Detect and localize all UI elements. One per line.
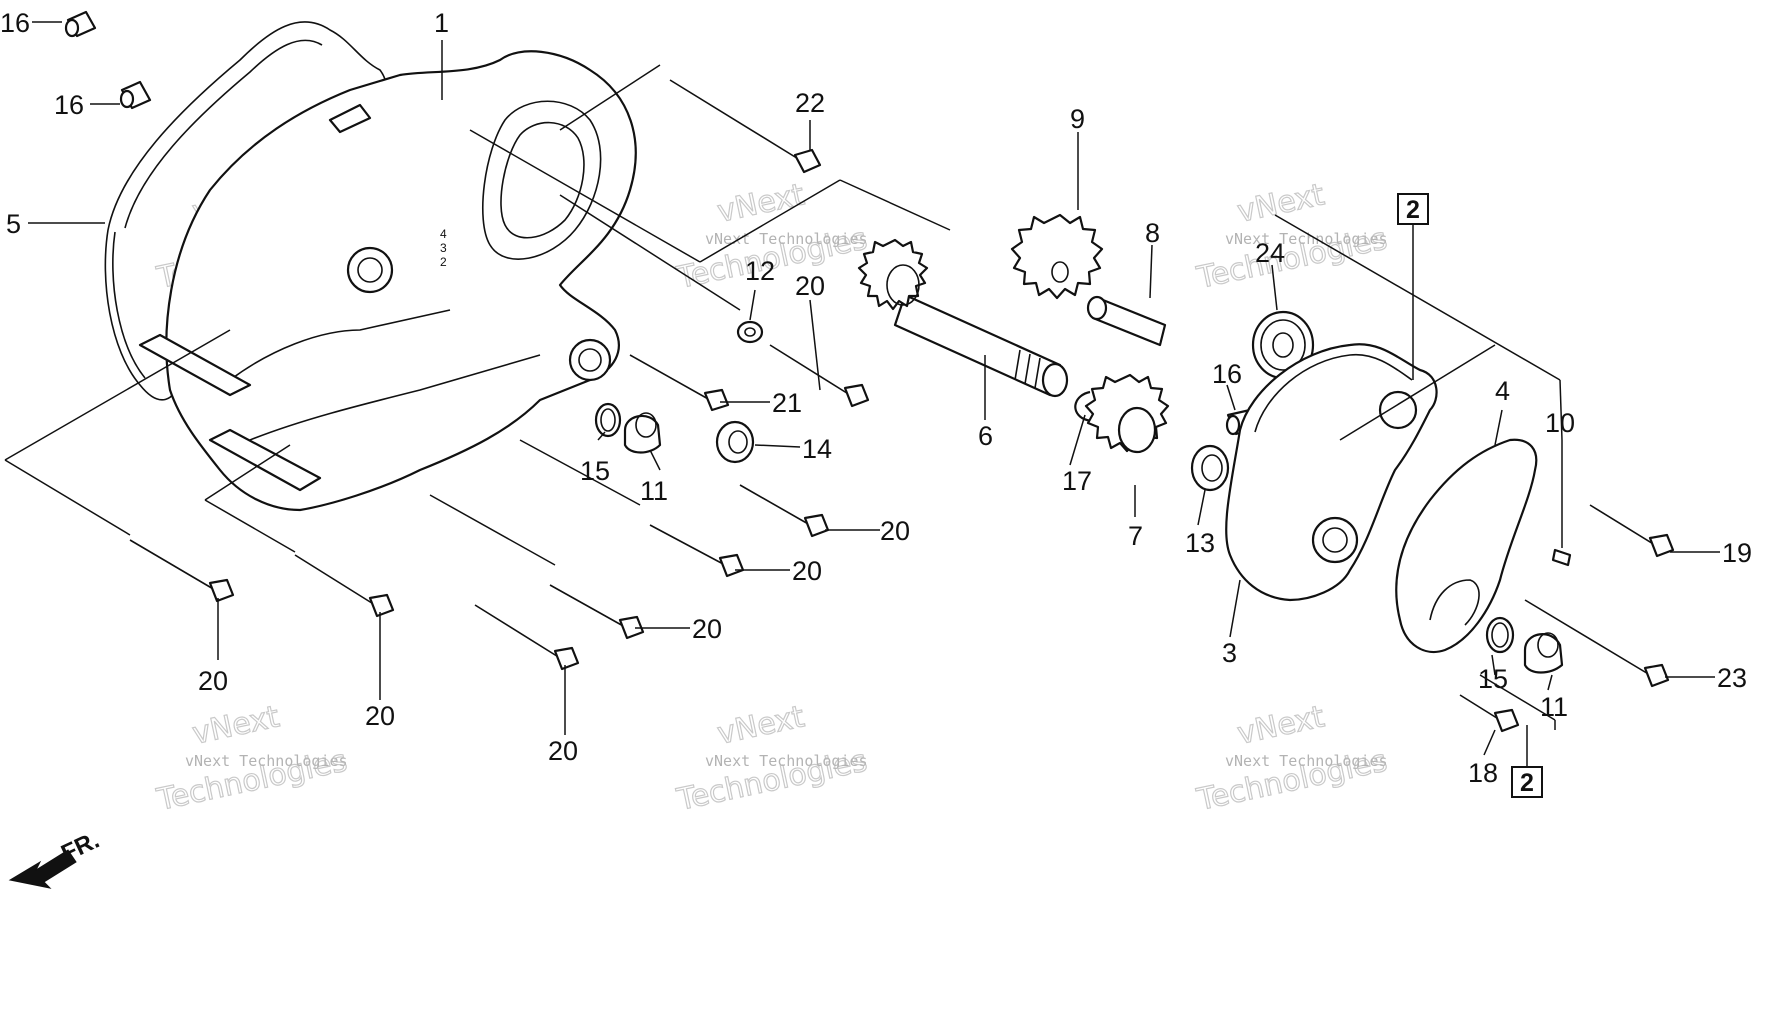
callout-12: 12 [745,256,775,286]
callout-16-a: 16 [0,8,30,38]
callout-16-c: 16 [1212,359,1242,389]
cover-plate-4 [1395,438,1538,654]
callout-1: 1 [434,8,449,38]
svg-text:3: 3 [440,241,447,255]
watermark-6: vNext Technologies vNext Technologies [1193,699,1391,819]
gasket-inner [124,39,323,229]
washer-12 [736,320,764,344]
side-cover-3 [1225,343,1438,602]
bolt-18 [1459,694,1520,733]
dowel-collar-2 [119,80,152,110]
bolt-20-e [129,539,235,603]
svg-text:vNext Technologies: vNext Technologies [705,752,868,770]
callout-20-b: 20 [880,516,910,546]
svg-text:vNext Technologies: vNext Technologies [1225,230,1388,248]
watermark-3: vNext Technologies vNext Technologies [1193,177,1391,297]
dowel-pin-8 [1086,295,1167,347]
callout-9: 9 [1070,104,1085,134]
bolt-19 [1589,504,1675,558]
bolt-22 [669,79,822,174]
bolt-20-g [474,604,580,671]
callout-13: 13 [1185,528,1215,558]
callout-4: 4 [1495,376,1510,406]
callout-20-d: 20 [692,614,722,644]
callout-20-top: 20 [795,271,825,301]
bolt-20-f [294,554,395,618]
callout-18: 18 [1468,758,1498,788]
bolt-20-c [649,524,745,578]
dowel-collar-top [64,10,97,38]
callout-10: 10 [1545,408,1575,438]
leader-lines [4,21,1720,770]
callout-2-top-box: 2 [1397,193,1429,225]
callout-8: 8 [1145,218,1160,248]
o-ring-15 [594,402,622,438]
callout-23: 23 [1717,663,1747,693]
svg-text:2: 2 [1406,196,1420,224]
callout-15-right: 15 [1478,664,1508,694]
bolt-21 [629,354,730,412]
svg-text:vNext: vNext [1234,177,1327,230]
callout-20-c: 20 [792,556,822,586]
bolt-10-small [1551,548,1572,567]
callout-21: 21 [772,388,802,418]
watermark-5: vNext Technologies vNext Technologies [673,699,871,819]
watermark-4: vNext Technologies vNext Technologies [153,699,351,819]
bolt-20-d [549,584,645,640]
bolt-20-b [739,484,830,538]
callout-24: 24 [1255,238,1285,268]
oil-seal-14 [715,420,755,464]
svg-text:vNext: vNext [189,699,282,752]
callout-labels: 16 16 5 1 22 12 20 21 14 15 11 20 20 20 … [0,8,1752,798]
callout-7: 7 [1128,521,1143,551]
callout-17: 17 [1062,466,1092,496]
callout-2-bottom-box: 2 [1511,766,1543,798]
svg-text:vNext: vNext [714,699,807,752]
callout-20-e: 20 [198,666,228,696]
o-ring-15-right [1485,616,1515,654]
callout-20-g: 20 [548,736,578,766]
bolt-20-a [769,344,870,408]
svg-text:vNext: vNext [1234,699,1327,752]
svg-text:vNext Technologies: vNext Technologies [185,752,348,770]
svg-text:2: 2 [440,255,447,269]
callout-11-left: 11 [640,476,668,506]
gear-7 [1084,373,1170,454]
callout-6: 6 [978,421,993,451]
plug-cap-11-right [1523,632,1564,674]
shaft-gear-6 [857,238,1069,398]
callout-11-right: 11 [1540,692,1568,722]
callout-16-b: 16 [54,90,84,120]
washer-13 [1190,444,1230,492]
front-arrow-icon [8,849,77,889]
callout-15-left: 15 [580,456,610,486]
callout-5: 5 [6,209,21,239]
svg-text:4: 4 [440,227,447,241]
gear-9 [1010,213,1104,300]
svg-text:2: 2 [1520,769,1534,797]
callout-14: 14 [802,434,832,464]
callout-20-f: 20 [365,701,395,731]
crankcase-cover: 4 3 2 [138,50,637,512]
plug-cap-11 [623,412,662,454]
front-direction-marker: FR. [8,827,104,889]
svg-text:vNext Technologies: vNext Technologies [1225,752,1388,770]
callout-22: 22 [795,88,825,118]
callout-19: 19 [1722,538,1752,568]
bolt-23 [1524,599,1670,688]
svg-text:vNext: vNext [714,177,807,230]
callout-3: 3 [1222,638,1237,668]
